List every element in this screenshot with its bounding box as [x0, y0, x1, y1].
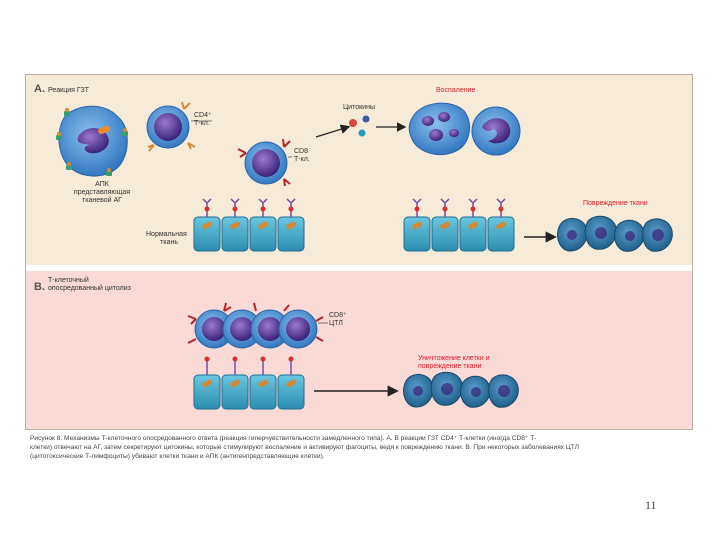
panel-divider	[26, 265, 692, 271]
page-number: 11	[645, 498, 657, 512]
normal-tissue-a	[193, 198, 305, 252]
damaged-tissue-a	[557, 215, 673, 252]
inflammation-label: Воспаление	[436, 87, 476, 94]
target-tissue-a	[403, 198, 515, 252]
panel-a-title: Реакция ГЗТ	[48, 87, 89, 94]
cd4-label: CD4⁺ Т-кл.	[194, 112, 212, 127]
panel-b-letter: В.	[34, 281, 45, 293]
ctl-cluster	[187, 302, 324, 349]
caption-line: клетки) отвечают на АГ, затем секретирую…	[30, 444, 579, 451]
figure-caption: Рисунок 8. Механизмы Т-клеточного опосре…	[30, 434, 690, 461]
caption-line: Рисунок 8. Механизмы Т-клеточного опосре…	[30, 435, 537, 442]
cytokines	[349, 115, 370, 137]
cd4-t-cell	[146, 101, 196, 152]
figure: А. Реакция ГЗТ АПК представляющая тканев…	[25, 74, 693, 430]
ctl-label: CD8⁺ ЦТЛ	[329, 312, 347, 327]
inflammation-neutrophil	[471, 106, 521, 156]
target-tissue-b	[193, 356, 305, 410]
caption-line: (цитотоксические Т-лимфоциты) убивают кл…	[30, 453, 325, 460]
cytokines-label: Цитокины	[343, 104, 375, 111]
normal-tissue-label: Нормальная ткань	[146, 231, 187, 246]
apc-cell	[56, 105, 128, 177]
cd8-label: CD8 Т-кл.	[294, 148, 310, 163]
panel-b-title: Т-клеточный опосредованный цитолиз	[48, 277, 131, 292]
panel-b-ctl-cytolysis: В. Т-клеточный опосредованный цитолиз CD…	[26, 271, 692, 429]
tissue-damage-label: Повреждение ткани	[583, 200, 648, 207]
diagram-artwork	[56, 101, 673, 410]
panel-a-letter: А.	[34, 83, 45, 95]
inflammation-macrophage	[408, 102, 471, 155]
cell-killing-label: Уничтожение клетки и повреждение ткани	[418, 355, 490, 370]
apc-label: АПК представляющая тканевой АГ	[73, 181, 131, 204]
panel-a-dth-reaction: А. Реакция ГЗТ АПК представляющая тканев…	[26, 75, 692, 265]
cd8-t-cell	[237, 138, 291, 187]
killed-tissue-b	[403, 371, 519, 408]
